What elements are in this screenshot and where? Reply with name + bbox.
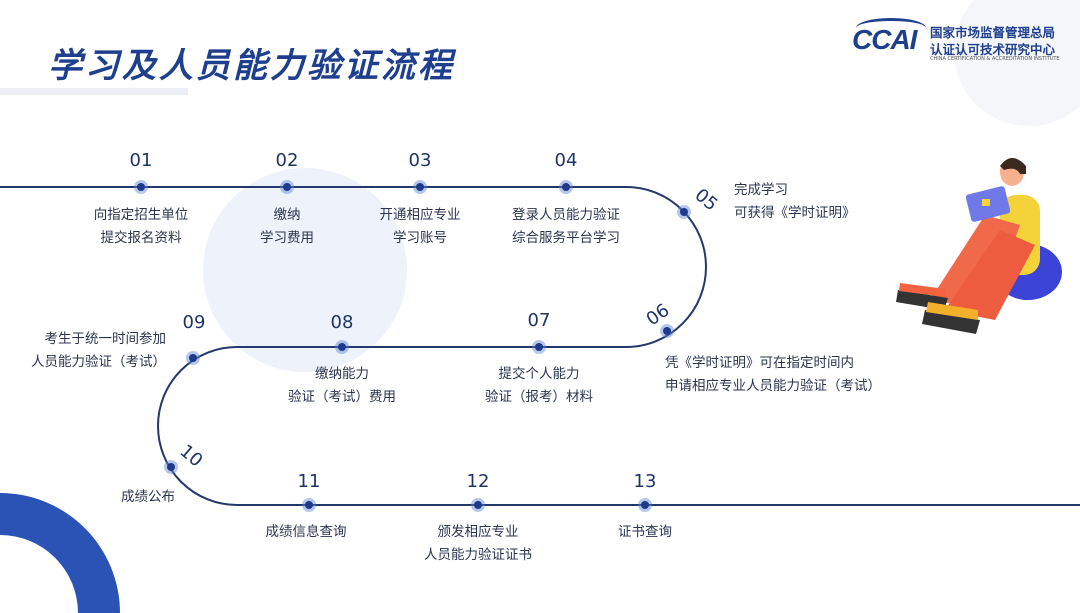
step-05-label: 完成学习可获得《学时证明》 [734, 179, 856, 225]
title-underline [0, 88, 188, 95]
bg-circle [203, 168, 407, 372]
step-07-number: 07 [527, 310, 551, 331]
step-12-number: 12 [466, 471, 490, 492]
step-04-dot [559, 180, 573, 194]
step-03-number: 03 [408, 150, 432, 171]
step-08-dot [335, 340, 349, 354]
label-line: 综合服务平台学习 [512, 230, 620, 246]
page-title: 学习及人员能力验证流程 [48, 46, 455, 86]
label-line: 学习费用 [260, 230, 314, 246]
step-03-dot [413, 180, 427, 194]
step-09-number: 09 [182, 312, 206, 333]
logo-org-english: CHINA CERTIFICATION & ACCREDITATION INST… [930, 56, 1060, 62]
label-line: 提交报名资料 [100, 230, 182, 246]
step-06-dot [660, 324, 674, 338]
step-13-label: 证书查询 [618, 521, 672, 544]
label-line: 登录人员能力验证 [512, 207, 620, 223]
step-07-dot [532, 340, 546, 354]
step-11-label: 成绩信息查询 [266, 521, 347, 544]
label-line: 缴纳 [273, 207, 301, 223]
step-05-dot [677, 205, 691, 219]
step-02-dot [280, 180, 294, 194]
step-11-number: 11 [297, 471, 321, 492]
bg-quarter-ring [0, 493, 120, 613]
step-07-label: 提交个人能力验证（报考）材料 [485, 363, 593, 409]
step-09-label: 考生于统一时间参加人员能力验证（考试） [31, 328, 166, 374]
label-line: 成绩信息查询 [265, 524, 347, 540]
person-with-laptop-illustration [896, 158, 1062, 334]
label-line: 向指定招生单位 [93, 207, 189, 223]
step-12-dot [471, 498, 485, 512]
label-line: 提交个人能力 [498, 366, 580, 382]
step-01-dot [134, 180, 148, 194]
label-line: 完成学习 [734, 182, 788, 198]
step-02-number: 02 [275, 150, 299, 171]
step-13-number: 13 [633, 471, 657, 492]
label-line: 人员能力验证（考试） [31, 354, 166, 370]
step-02-label: 缴纳学习费用 [260, 204, 314, 250]
step-13-dot [638, 498, 652, 512]
label-line: 人员能力验证证书 [424, 547, 532, 563]
step-09-dot [186, 351, 200, 365]
label-line: 考生于统一时间参加 [44, 331, 167, 347]
step-04-number: 04 [554, 150, 578, 171]
logo-org-line2: 认证认可技术研究中心 [930, 42, 1056, 57]
label-line: 申请相应专业人员能力验证（考试） [665, 378, 881, 394]
logo-org-line1: 国家市场监督管理总局 [930, 25, 1056, 40]
step-11-dot [302, 498, 316, 512]
label-line: 凭《学时证明》可在指定时间内 [665, 355, 854, 371]
label-line: 验证（考试）费用 [288, 389, 396, 405]
step-01-label: 向指定招生单位提交报名资料 [94, 204, 189, 250]
label-line: 学习账号 [393, 230, 447, 246]
bg-circle-right [953, 0, 1080, 127]
label-line: 颁发相应专业 [437, 524, 519, 540]
logo-arc-icon [856, 18, 926, 38]
label-line: 验证（报考）材料 [485, 389, 593, 405]
step-03-label: 开通相应专业学习账号 [380, 204, 461, 250]
label-line: 成绩公布 [121, 489, 175, 505]
step-08-number: 08 [330, 312, 354, 333]
step-04-label: 登录人员能力验证综合服务平台学习 [512, 204, 620, 250]
ccai-logo: CCAI 国家市场监督管理总局 认证认可技术研究中心 CHINA CERTIFI… [852, 18, 1072, 66]
logo-mark: CCAI [852, 24, 917, 55]
step-08-label: 缴纳能力验证（考试）费用 [288, 363, 396, 409]
label-line: 可获得《学时证明》 [734, 205, 856, 221]
step-10-label: 成绩公布 [121, 486, 175, 509]
step-12-label: 颁发相应专业人员能力验证证书 [424, 521, 532, 567]
label-line: 缴纳能力 [315, 366, 369, 382]
label-line: 证书查询 [618, 524, 672, 540]
step-06-label: 凭《学时证明》可在指定时间内申请相应专业人员能力验证（考试） [665, 352, 881, 398]
step-10-dot [164, 460, 178, 474]
step-01-number: 01 [129, 150, 153, 171]
label-line: 开通相应专业 [379, 207, 461, 223]
